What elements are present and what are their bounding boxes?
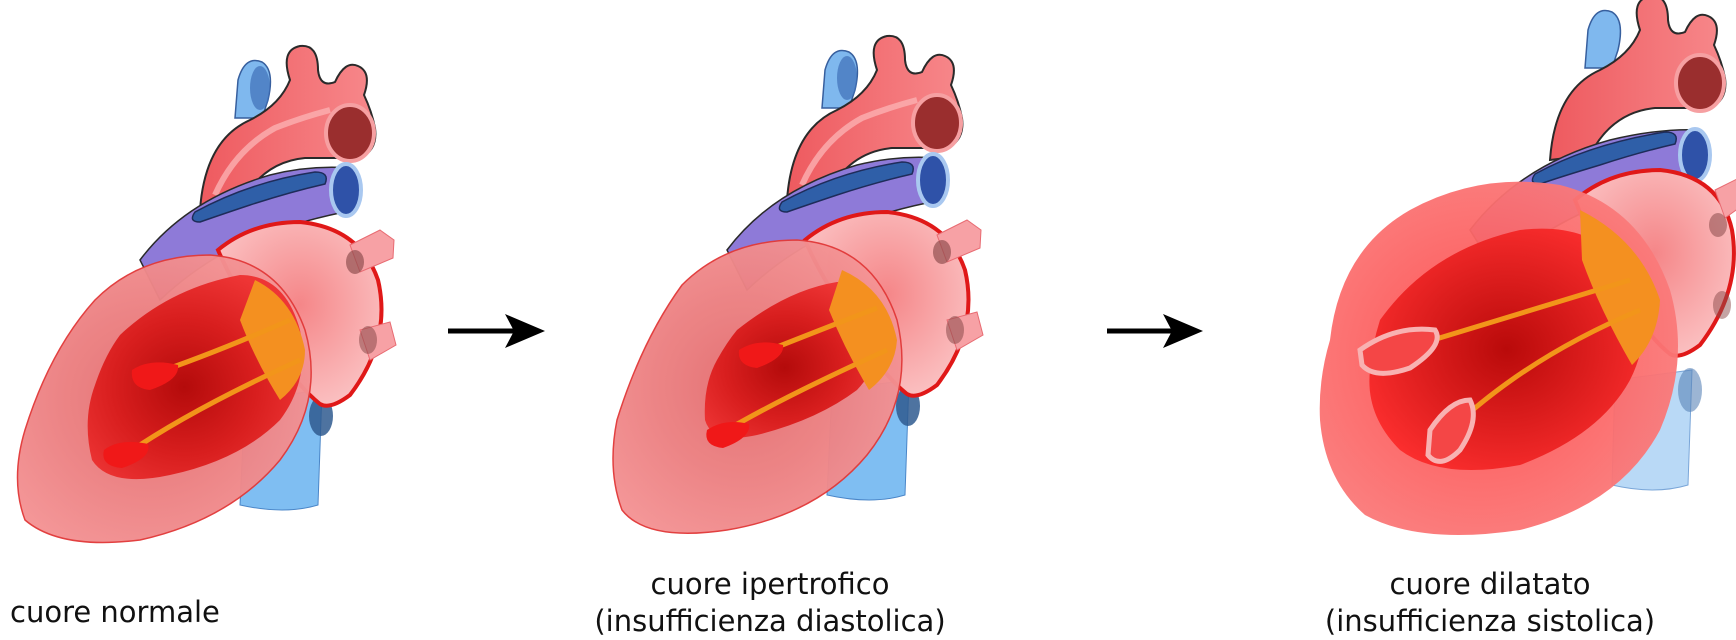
- caption-line: (insufficienza diastolica): [575, 603, 965, 640]
- caption-normal-heart: cuore normale: [10, 594, 250, 631]
- heart-dilated: [1320, 0, 1736, 535]
- caption-line: (insufficienza sistolica): [1300, 603, 1680, 640]
- caption-line: cuore ipertrofico: [575, 566, 965, 603]
- caption-line: cuore dilatato: [1300, 566, 1680, 603]
- arrow-right-icon: [448, 314, 545, 348]
- caption-line: cuore normale: [10, 594, 250, 631]
- caption-dilated-heart: cuore dilatato (insufficienza sistolica): [1300, 566, 1680, 640]
- heart-normal: [18, 46, 397, 543]
- heart-hypertrophic: [613, 36, 983, 533]
- caption-hypertrophic-heart: cuore ipertrofico (insufficienza diastol…: [575, 566, 965, 640]
- arrow-right-icon: [1107, 314, 1203, 348]
